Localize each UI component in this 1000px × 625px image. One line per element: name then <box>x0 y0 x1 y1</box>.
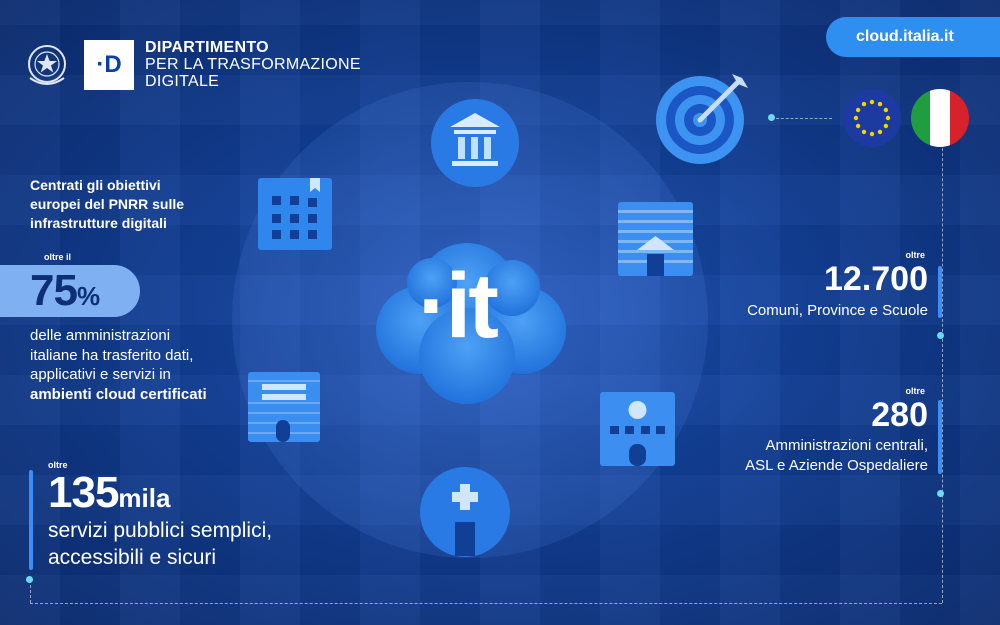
stat2-description: servizi pubblici semplici, accessibili e… <box>48 517 318 572</box>
left-dashed-line <box>30 580 31 603</box>
goal-line-1: Centrati gli obiettivi <box>30 177 161 193</box>
right-dashed-line <box>942 118 943 603</box>
cloud-icon <box>376 243 566 404</box>
bottom-dashed-line <box>30 603 942 604</box>
department-logo: ·D <box>84 40 134 90</box>
goal-text: Centrati gli obiettivi europei del PNRR … <box>30 176 220 233</box>
stat2-suffix: mila <box>118 483 171 513</box>
department-name: DIPARTIMENTO PER LA TRASFORMAZIONE DIGIT… <box>145 39 361 90</box>
eu-flag-icon <box>843 89 901 147</box>
stat3-prefix: oltre <box>905 250 925 260</box>
goal-line-3: infrastrutture digitali <box>30 214 167 231</box>
stat2-number: 135 <box>48 468 119 517</box>
stat4-desc-line-1: Amministrazioni centrali, <box>765 437 928 454</box>
government-building-icon <box>431 99 519 187</box>
stat1-description: delle amministrazioni italiane ha trasfe… <box>30 326 230 404</box>
department-line-3: DIGITALE <box>145 72 220 90</box>
target-dot <box>768 114 775 121</box>
stat2-desc-line-1: servizi pubblici semplici, <box>48 519 273 542</box>
stat3-description: Comuni, Province e Scuole <box>747 302 928 319</box>
stat3-accent-bar <box>938 266 942 318</box>
office-building-icon <box>258 178 332 250</box>
url-badge[interactable]: cloud.italia.it <box>826 17 1000 57</box>
stat1-value: 75% <box>30 266 100 316</box>
stat4-desc-line-2: ASL e Aziende Ospedaliere <box>745 456 928 474</box>
hospital-icon <box>420 467 510 557</box>
target-dashed-line <box>776 118 832 119</box>
stat1-desc-line-3: applicativi e servizi in <box>30 366 171 383</box>
target-icon <box>656 74 748 164</box>
italy-flag-icon <box>911 89 969 147</box>
stat4-prefix: oltre <box>905 386 925 396</box>
stat1-pill <box>0 265 140 317</box>
stat3-value: 12.700 <box>824 260 928 298</box>
right-dot-2 <box>937 490 944 497</box>
stat1-number: 75 <box>30 266 78 315</box>
stat1-desc-bold: ambienti cloud certificati <box>30 385 207 403</box>
stat2-prefix: oltre <box>48 460 68 470</box>
document-building-icon <box>248 372 320 442</box>
school-building-icon <box>618 202 693 276</box>
stat2-accent-bar <box>29 470 33 570</box>
right-dot-1 <box>937 332 944 339</box>
stat4-value: 280 <box>871 396 928 434</box>
department-line-2: PER LA TRASFORMAZIONE <box>145 55 361 73</box>
stat4-description: Amministrazioni centrali, ASL e Aziende … <box>745 436 928 475</box>
department-line-1: DIPARTIMENTO <box>145 39 269 56</box>
stat2-desc-line-2: accessibili e sicuri <box>48 546 217 570</box>
stat1-desc-line-2: italiane ha trasferito dati, <box>30 346 194 364</box>
stat1-prefix: oltre il <box>44 252 72 262</box>
left-dot <box>26 576 33 583</box>
stat2-value: 135mila <box>48 468 170 518</box>
italian-republic-emblem-icon <box>28 45 66 85</box>
goal-line-2: europei del PNRR sulle <box>30 195 185 212</box>
stat1-desc-line-1: delle amministrazioni <box>30 327 171 344</box>
stat4-accent-bar <box>938 400 942 474</box>
stat1-unit: % <box>76 281 100 311</box>
cloud-label: ·it <box>418 255 499 357</box>
institution-building-icon <box>600 392 675 466</box>
